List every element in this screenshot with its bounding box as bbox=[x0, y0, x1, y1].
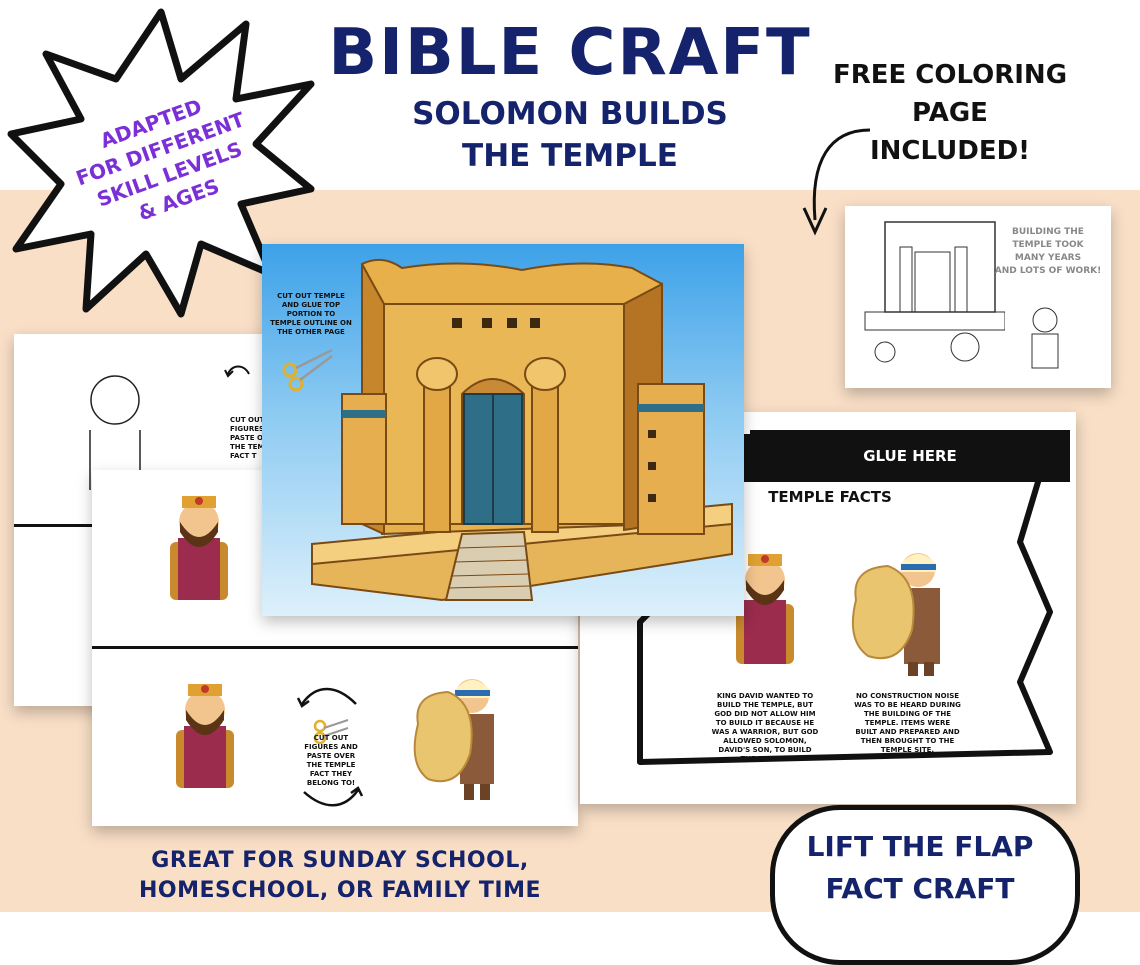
page-title: BIBLE CRAFT bbox=[328, 16, 812, 90]
curved-arrow-icon bbox=[802, 128, 871, 236]
fact1-line-7: DAVID'S SON, TO BUILD bbox=[718, 746, 812, 754]
free-line-1: FREE COLORING bbox=[832, 60, 1068, 90]
fact2-line-5: BUILT AND PREPARED AND bbox=[855, 728, 960, 736]
instruction-line-3: PORTION TO bbox=[286, 310, 336, 318]
glue-here-banner: GLUE HERE bbox=[750, 430, 1070, 482]
fact1-line-4: TO BUILD IT BECAUSE HE bbox=[715, 719, 815, 727]
front-instructions: CUT OUT FIGURES AND PASTE OVER THE TEMPL… bbox=[298, 734, 364, 788]
front-line-2: FIGURES AND bbox=[304, 743, 358, 751]
audience-line-1: GREAT FOR SUNDAY SCHOOL, bbox=[151, 848, 529, 873]
front-line-6: BELONG TO! bbox=[306, 779, 356, 787]
coloring-page-card: BUILDING THE TEMPLE TOOK MANY YEARS AND … bbox=[845, 206, 1111, 388]
fact1-line-1: KING DAVID WANTED TO bbox=[716, 692, 814, 700]
lift-line-1: LIFT THE FLAP bbox=[806, 830, 1034, 863]
free-coloring-note: FREE COLORING PAGE INCLUDED! bbox=[810, 56, 1090, 170]
fact2-line-4: TEMPLE. ITEMS WERE bbox=[864, 719, 951, 727]
instruction-line-2: AND GLUE TOP bbox=[281, 301, 341, 309]
subtitle-line-2: THE TEMPLE bbox=[462, 138, 678, 174]
fact-1: KING DAVID WANTED TO BUILD THE TEMPLE, B… bbox=[700, 692, 830, 764]
king-david-figure bbox=[736, 554, 794, 664]
fact1-line-5: WAS A WARRIOR, BUT GOD bbox=[711, 728, 819, 736]
caption-line-3: MANY YEARS bbox=[1014, 253, 1082, 263]
caption-line-1: BUILDING THE bbox=[1012, 227, 1084, 237]
fact1-line-6: ALLOWED SOLOMON, bbox=[723, 737, 807, 745]
fact2-line-2: WAS TO BE HEARD DURING bbox=[854, 701, 961, 709]
temple-outline-drawing bbox=[864, 221, 1005, 363]
king-solomon-figure-2 bbox=[176, 684, 234, 788]
front-line-3: PASTE OVER bbox=[306, 752, 356, 760]
temple-cut-instructions: CUT OUT TEMPLE AND GLUE TOP PORTION TO T… bbox=[268, 292, 354, 337]
worker-with-stone-figure bbox=[413, 679, 494, 800]
coloring-caption: BUILDING THE TEMPLE TOOK MANY YEARS AND … bbox=[989, 226, 1107, 278]
back-line-3: PASTE O bbox=[230, 434, 263, 442]
instruction-line-5: THE OTHER PAGE bbox=[277, 328, 345, 336]
worker-outline-drawing bbox=[1031, 307, 1059, 369]
front-line-1: CUT OUT bbox=[313, 734, 349, 742]
temple-facts-title: TEMPLE FACTS bbox=[768, 488, 892, 506]
back-line-2: FIGURES bbox=[230, 425, 265, 433]
fact2-line-1: NO CONSTRUCTION NOISE bbox=[855, 692, 960, 700]
audience-note: GREAT FOR SUNDAY SCHOOL, HOMESCHOOL, OR … bbox=[120, 846, 560, 906]
fact1-line-8: THE TEMPLE bbox=[740, 755, 790, 763]
audience-line-2: HOMESCHOOL, OR FAMILY TIME bbox=[138, 878, 542, 903]
fact2-line-6: THEN BROUGHT TO THE bbox=[860, 737, 955, 745]
divider bbox=[92, 646, 578, 649]
lift-the-flap-text: LIFT THE FLAP FACT CRAFT bbox=[790, 826, 1050, 910]
fact1-line-2: BUILD THE TEMPLE, BUT bbox=[717, 701, 813, 709]
temple-cutout-card: CUT OUT TEMPLE AND GLUE TOP PORTION TO T… bbox=[262, 244, 744, 616]
fact2-line-7: TEMPLE SITE. bbox=[880, 746, 935, 754]
subtitle-line-1: SOLOMON BUILDS bbox=[412, 96, 728, 132]
back-line-4: THE TEMI bbox=[230, 443, 267, 451]
lift-line-2: FACT CRAFT bbox=[825, 872, 1015, 905]
worker-with-stone-figure-2 bbox=[851, 553, 940, 676]
fact1-line-3: GOD DID NOT ALLOW HIM bbox=[714, 710, 816, 718]
fact-2: NO CONSTRUCTION NOISE WAS TO BE HEARD DU… bbox=[845, 692, 970, 755]
cycle-arrows-icon bbox=[296, 687, 364, 807]
front-line-5: FACT THEY bbox=[309, 770, 353, 778]
back-line-1: CUT OUT bbox=[230, 416, 265, 424]
caption-line-2: TEMPLE TOOK bbox=[1012, 240, 1084, 250]
king-solomon-figure bbox=[170, 496, 228, 600]
instruction-line-4: TEMPLE OUTLINE ON bbox=[270, 319, 352, 327]
free-line-2: PAGE bbox=[912, 98, 988, 128]
temple-illustration bbox=[282, 258, 733, 602]
back-line-5: FACT T bbox=[230, 452, 257, 460]
free-line-3: INCLUDED! bbox=[869, 136, 1031, 166]
back-instructions: CUT OUT FIGURES PASTE O THE TEMI FACT T bbox=[230, 416, 280, 461]
circular-arrow-icon bbox=[224, 365, 250, 378]
fact2-line-3: THE BUILDING OF THE bbox=[864, 710, 951, 718]
instruction-line-1: CUT OUT TEMPLE bbox=[277, 292, 345, 300]
front-line-4: THE TEMPLE bbox=[306, 761, 356, 769]
caption-line-4: AND LOTS OF WORK! bbox=[994, 266, 1102, 276]
starburst-badge bbox=[7, 8, 315, 318]
